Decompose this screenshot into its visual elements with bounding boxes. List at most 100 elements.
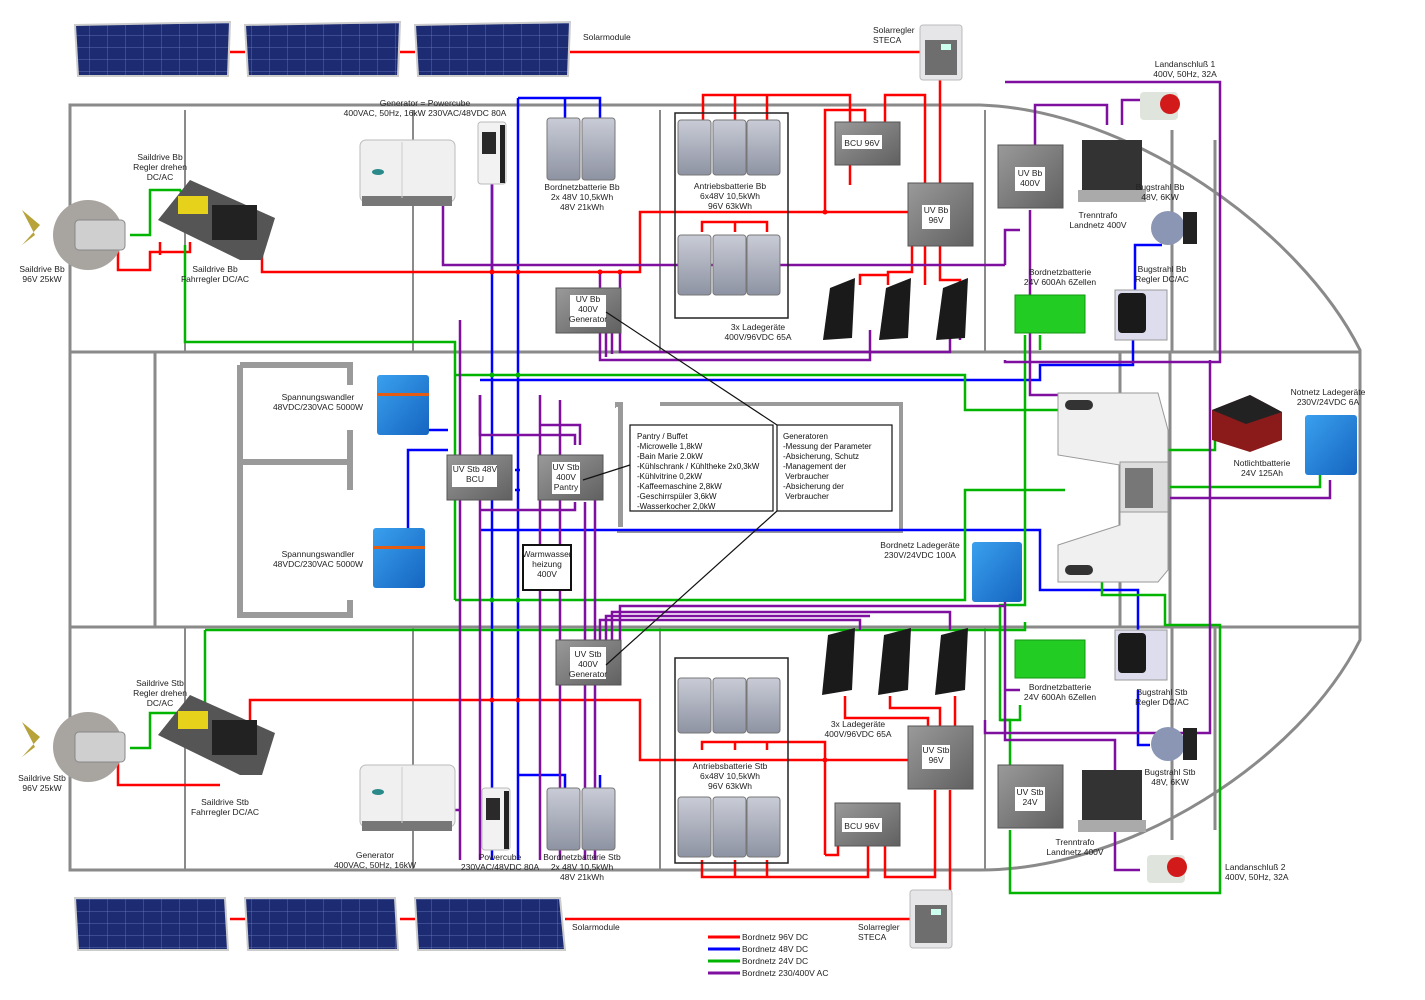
generatoren-item: Verbraucher [783, 472, 829, 481]
label-line: Solarmodule [572, 922, 620, 932]
label-line: Powercube [479, 852, 522, 862]
label-line: 400V [556, 472, 576, 482]
label-line: 48V 21kWh [560, 202, 604, 212]
generatoren-item: -Absicherung, Schutz [783, 452, 859, 461]
label-line: Landanschluß 1 [1155, 59, 1216, 69]
bordnetz-charger [972, 542, 1022, 602]
generatoren-item: Verbraucher [783, 492, 829, 501]
solar-controller-bottom [909, 889, 953, 949]
label-line: 2x 48V 10,5kWh [551, 192, 614, 202]
generator-bb [359, 139, 456, 206]
label-line: Warmwasser [522, 549, 571, 559]
label-line: Saildrive Bb [137, 152, 183, 162]
uv-stb-400v-pantry-box [537, 454, 604, 501]
label-line: 96V [928, 755, 943, 765]
label-line: BCU [466, 474, 484, 484]
uv-bb-400v-generator-box [555, 287, 622, 334]
label-line: 48V, 6KW [1151, 777, 1189, 787]
label-line: Bugstrahl Stb [1144, 767, 1195, 777]
bow-thruster-bb [1151, 211, 1197, 245]
solar-array-top [73, 20, 572, 77]
uv-stb-48v-bcu-box [446, 454, 513, 501]
pantry-box [629, 424, 774, 512]
label-line: 2x 48V 10,5kWh [551, 862, 614, 872]
label-line: 48V 21kWh [560, 872, 604, 882]
label-line: DC/AC [147, 698, 173, 708]
leader-line-generator-bb [605, 311, 778, 426]
powercube-stb [481, 787, 511, 851]
label-line: Bordnetz Ladegeräte [880, 540, 960, 550]
label-line: Solarregler [873, 25, 915, 35]
label-line: STECA [873, 35, 902, 45]
label-line: Bugstrahl Stb [1136, 687, 1187, 697]
saildrive-controller-bb [158, 180, 275, 260]
shore-connector-1 [1140, 92, 1180, 120]
solar-controller-top [919, 24, 963, 81]
label-line: Bordnetzbatterie Stb [543, 852, 621, 862]
leader-line-generator-stb [605, 510, 778, 666]
label-line: DC/AC [147, 172, 173, 182]
bow-thruster-controller-stb [1114, 629, 1168, 681]
label-line: 400V/96VDC 65A [724, 332, 791, 342]
label-line: Saildrive Stb [18, 773, 66, 783]
label-line: Notlichtbatterie [1234, 458, 1291, 468]
label-line: Spannungswandler [282, 392, 355, 402]
label-line: 3x Ladegeräte [831, 719, 886, 729]
label-line: Bordnetzbatterie [1029, 682, 1092, 692]
solar-panel [243, 897, 400, 951]
trenntrafo-stb [1078, 770, 1146, 832]
label-line: 24V 125Ah [1241, 468, 1283, 478]
label-line: Bordnetzbatterie [1029, 267, 1092, 277]
trenntrafo-bb [1078, 140, 1146, 202]
generatoren-text: Generatoren-Messung der Parameter-Absich… [783, 432, 872, 501]
label-line: Fahrregler DC/AC [191, 807, 259, 817]
label-line: UV Bb [924, 205, 949, 215]
label-line: UV Stb [923, 745, 950, 755]
label-line: UV Stb 48V [453, 464, 498, 474]
label-line: STECA [858, 932, 887, 942]
junction-dots [489, 209, 828, 763]
legend-label: Bordnetz 96V DC [742, 932, 808, 942]
label-line: Landnetz 400V [1069, 220, 1127, 230]
battery-24v-bb [1014, 294, 1086, 334]
generatoren-item: -Management der [783, 462, 846, 471]
solar-panel [243, 20, 402, 77]
label-line: 96V 63kWh [708, 201, 752, 211]
label-line: 230V/24VDC 6A [1297, 397, 1360, 407]
emergency-battery [1212, 395, 1282, 452]
uv-stb-96v-box [907, 725, 974, 790]
label-line: 48VDC/230VAC 5000W [273, 402, 363, 412]
label-line: Trenntrafo [1056, 837, 1095, 847]
solar-array-bottom [73, 897, 567, 951]
legend-label: Bordnetz 48V DC [742, 944, 808, 954]
warmwasser-box [522, 544, 572, 591]
label-line: UV Bb [576, 294, 601, 304]
pantry-item: -Wasserkocher 2,0kW [637, 502, 716, 511]
label-line: Bugstrahl Bb [1138, 264, 1187, 274]
generatoren-box [776, 424, 893, 512]
generatoren-title: Generatoren [783, 432, 828, 441]
helm-console [1057, 392, 1169, 583]
label-line: 96V 25kW [22, 274, 61, 284]
label-line: Generator = Powercube [380, 98, 471, 108]
label-line: Fahrregler DC/AC [181, 274, 249, 284]
